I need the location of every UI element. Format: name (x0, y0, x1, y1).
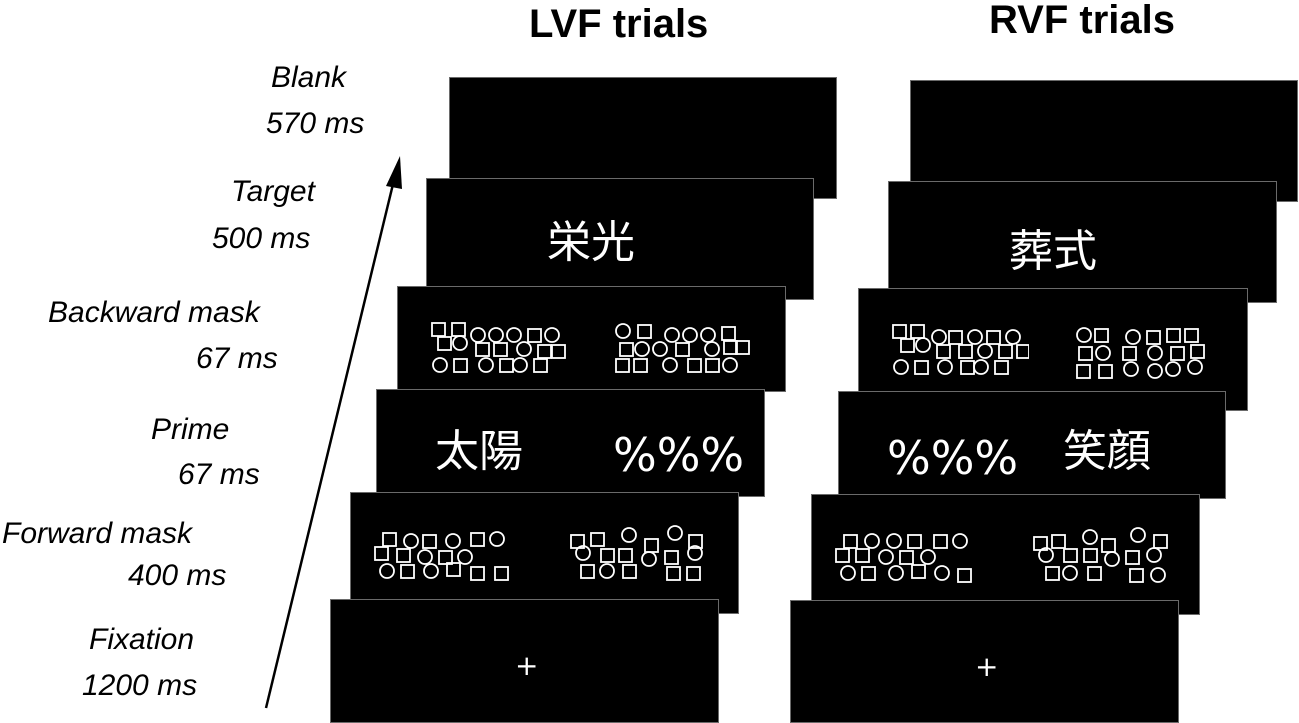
lvf-backward-mask-screen (397, 286, 786, 392)
rvf-target-word: 葬式 (1009, 226, 1097, 277)
lvf-target-screen: 栄光 (426, 178, 814, 300)
stage-duration-blank: 570 ms (266, 107, 365, 140)
lvf-column-title: LVF trials (529, 2, 709, 46)
lvf-fixation-screen: + (330, 599, 719, 723)
stage-name-backward: Backward mask (48, 296, 260, 329)
rvf-column-title: RVF trials (989, 0, 1175, 42)
lvf-prime-right: %%% (613, 428, 745, 482)
stage-name-blank: Blank (271, 61, 347, 94)
rvf-target-screen: 葬式 (888, 181, 1277, 303)
stage-duration-backward: 67 ms (196, 342, 278, 375)
stage-name-fixation: Fixation (89, 623, 195, 656)
stage-name-target: Target (231, 175, 315, 208)
lvf-forward-mask-right (567, 525, 707, 589)
lvf-target-word: 栄光 (547, 217, 635, 268)
lvf-prime-screen: 太陽 %%% (376, 389, 765, 497)
lvf-forward-mask-screen (350, 492, 739, 614)
lvf-forward-mask-left (373, 529, 513, 589)
rvf-prime-screen: %%% 笑顔 (838, 391, 1226, 499)
stage-duration-forward: 400 ms (128, 559, 227, 592)
lvf-backward-mask-left (428, 321, 568, 381)
stage-name-prime: Prime (151, 413, 230, 446)
rvf-fixation-cross: + (975, 650, 999, 683)
stage-name-forward: Forward mask (2, 517, 193, 550)
stage-duration-target: 500 ms (212, 222, 311, 255)
rvf-backward-mask-screen (858, 288, 1248, 411)
rvf-forward-mask-left (834, 529, 974, 591)
rvf-backward-mask-left (889, 323, 1029, 383)
rvf-forward-mask-screen (811, 494, 1200, 615)
rvf-prime-left: %%% (887, 431, 1019, 485)
rvf-backward-mask-right (1073, 325, 1213, 387)
rvf-forward-mask-right (1032, 525, 1172, 591)
stage-duration-prime: 67 ms (178, 458, 260, 491)
lvf-fixation-cross: + (515, 649, 539, 682)
stage-duration-fixation: 1200 ms (82, 669, 198, 702)
lvf-backward-mask-right (612, 321, 752, 381)
rvf-fixation-screen: + (790, 600, 1179, 723)
rvf-prime-right: 笑顔 (1063, 426, 1151, 477)
lvf-prime-left: 太陽 (435, 426, 523, 477)
